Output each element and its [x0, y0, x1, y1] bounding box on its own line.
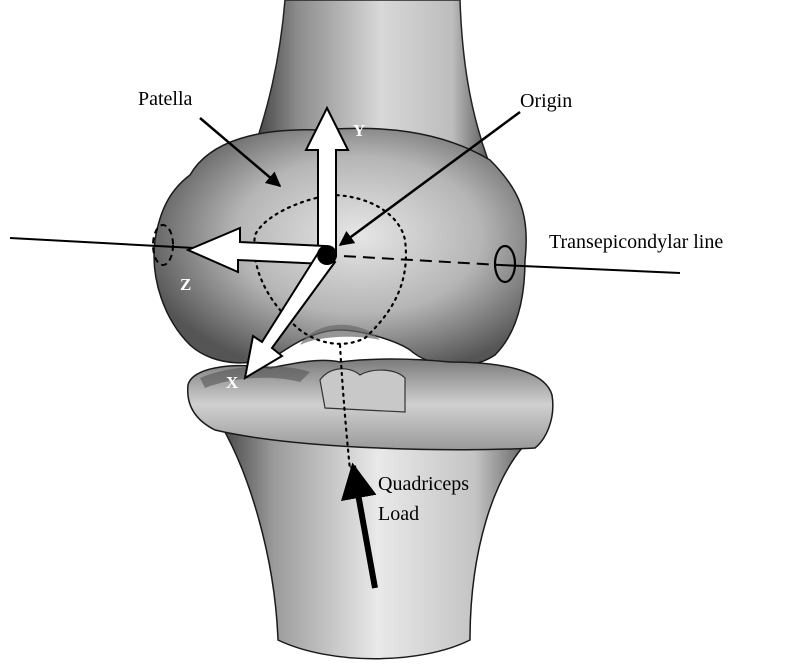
load-label: Load [378, 503, 419, 525]
x-axis-label: X [226, 373, 239, 392]
transepicondylar-line-right [500, 265, 680, 273]
tibial-spine [320, 369, 405, 412]
origin-label: Origin [520, 90, 572, 112]
y-axis-label: Y [353, 121, 365, 140]
quadriceps-label: Quadriceps [378, 473, 469, 495]
z-axis-label: Z [180, 275, 191, 294]
transepicondylar-label: Transepicondylar line [549, 231, 723, 253]
tibia-shaft [215, 415, 540, 659]
patella-label: Patella [138, 88, 193, 110]
origin-point [317, 245, 337, 265]
